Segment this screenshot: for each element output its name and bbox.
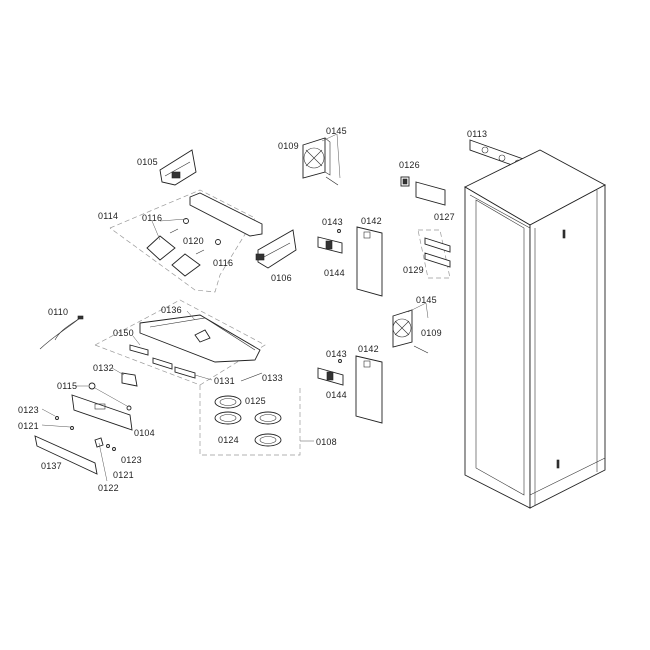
group-outline-0108 — [199, 385, 301, 456]
part-0110 — [39, 315, 84, 350]
part-0106 — [255, 229, 297, 269]
part-0123-right — [112, 447, 116, 451]
label-0122: 0122 — [98, 483, 119, 493]
part-0109-fan-upper — [302, 137, 339, 186]
part-0125 — [214, 395, 282, 425]
part-0121-left — [70, 426, 74, 430]
part-0137 — [34, 435, 98, 475]
label-0136: 0136 — [161, 305, 182, 315]
part-0144-lower — [317, 367, 344, 386]
label-0109: 0109 — [278, 141, 299, 151]
label-0106: 0106 — [271, 273, 292, 283]
label-0143: 0143 — [326, 349, 347, 359]
label-0131: 0131 — [214, 376, 235, 386]
label-0133: 0133 — [262, 373, 283, 383]
label-0142: 0142 — [361, 216, 382, 226]
label-0125: 0125 — [245, 396, 266, 406]
label-0116: 0116 — [142, 213, 163, 223]
part-0122 — [94, 437, 104, 448]
part-0133 — [240, 372, 263, 382]
part-0143-upper — [337, 229, 341, 233]
part-0114 — [146, 192, 263, 277]
part-0104 — [71, 382, 133, 431]
label-0109: 0109 — [421, 328, 442, 338]
label-0137: 0137 — [41, 461, 62, 471]
group-outline-0136 — [94, 299, 266, 386]
label-0114: 0114 — [98, 211, 119, 221]
label-0145: 0145 — [416, 295, 437, 305]
group-outline-0114 — [109, 189, 256, 293]
part-0136 — [139, 314, 261, 363]
part-0121-right — [106, 444, 110, 448]
part-cabinet — [464, 149, 606, 509]
part-0132 — [121, 372, 138, 387]
part-0143-lower — [338, 359, 342, 363]
label-0127: 0127 — [434, 212, 455, 222]
label-0123: 0123 — [121, 455, 142, 465]
label-0121: 0121 — [113, 470, 134, 480]
label-0105: 0105 — [137, 157, 158, 167]
part-0142-upper — [356, 226, 383, 297]
part-0123-left — [55, 416, 59, 420]
label-0110: 0110 — [48, 307, 69, 317]
label-0150: 0150 — [113, 328, 134, 338]
label-0124: 0124 — [218, 435, 239, 445]
part-0105 — [159, 149, 197, 186]
part-0144-upper — [317, 236, 343, 254]
part-0109-fan-lower — [392, 309, 429, 354]
part-0127 — [415, 181, 446, 206]
label-0123: 0123 — [18, 405, 39, 415]
label-0145: 0145 — [326, 126, 347, 136]
label-0120: 0120 — [183, 236, 204, 246]
part-0131 — [152, 357, 196, 379]
label-0116: 0116 — [213, 258, 234, 268]
part-0129 — [424, 237, 451, 268]
label-0126: 0126 — [399, 160, 420, 170]
label-0143: 0143 — [322, 217, 343, 227]
label-0104: 0104 — [134, 428, 155, 438]
part-0150 — [129, 344, 149, 356]
part-0126 — [400, 176, 410, 187]
label-0115: 0115 — [57, 381, 78, 391]
label-0144: 0144 — [326, 390, 347, 400]
label-0113: 0113 — [467, 129, 488, 139]
label-0144: 0144 — [324, 268, 345, 278]
label-0108: 0108 — [316, 437, 337, 447]
part-0124 — [214, 411, 282, 447]
part-0115 — [88, 382, 96, 390]
label-0132: 0132 — [93, 363, 114, 373]
part-0142-lower — [355, 355, 383, 424]
label-0121: 0121 — [18, 421, 39, 431]
label-0142: 0142 — [358, 344, 379, 354]
label-0129: 0129 — [403, 265, 424, 275]
